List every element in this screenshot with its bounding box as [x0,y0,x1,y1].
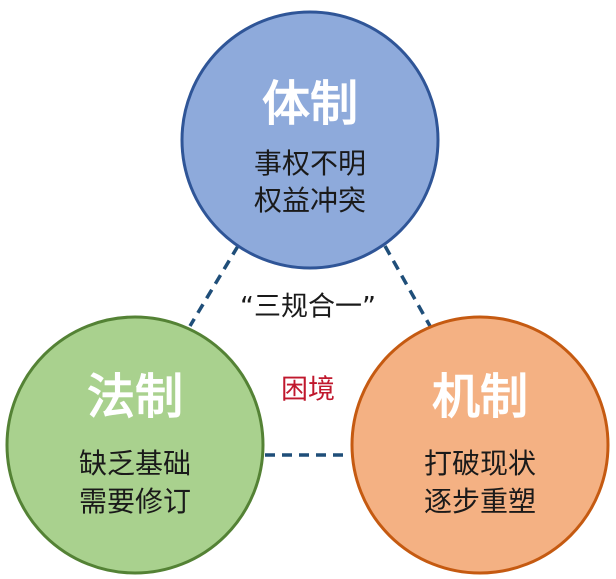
circle-desc-line2-tizhi: 权益冲突 [254,184,366,217]
circle-desc-line2-fazhi: 需要修订 [79,485,191,518]
circle-tizhi [180,10,440,270]
circle-fazhi [5,315,265,575]
circle-title-jizhi: 机制 [432,369,528,425]
circle-group-fazhi: 法制 缺乏基础 需要修订 [5,315,265,575]
connector-tizhi-fazhi [188,245,240,327]
connector-tizhi-jizhi [383,245,432,327]
center-quote-label: “三规合一” [240,292,376,323]
circle-jizhi [350,315,610,575]
circle-desc-line1-jizhi: 打破现状 [424,447,536,480]
circle-desc-line1-tizhi: 事权不明 [254,147,366,180]
circle-desc-line2-jizhi: 逐步重塑 [424,485,536,518]
circle-title-fazhi: 法制 [87,369,183,425]
circle-group-jizhi: 机制 打破现状 逐步重塑 [350,315,610,575]
connector-lines [188,245,432,457]
circle-desc-line1-fazhi: 缺乏基础 [79,447,191,480]
center-dilemma-label: 困境 [281,375,335,406]
circle-group-tizhi: 体制 事权不明 权益冲突 [180,10,440,270]
circle-title-tizhi: 体制 [262,76,358,132]
